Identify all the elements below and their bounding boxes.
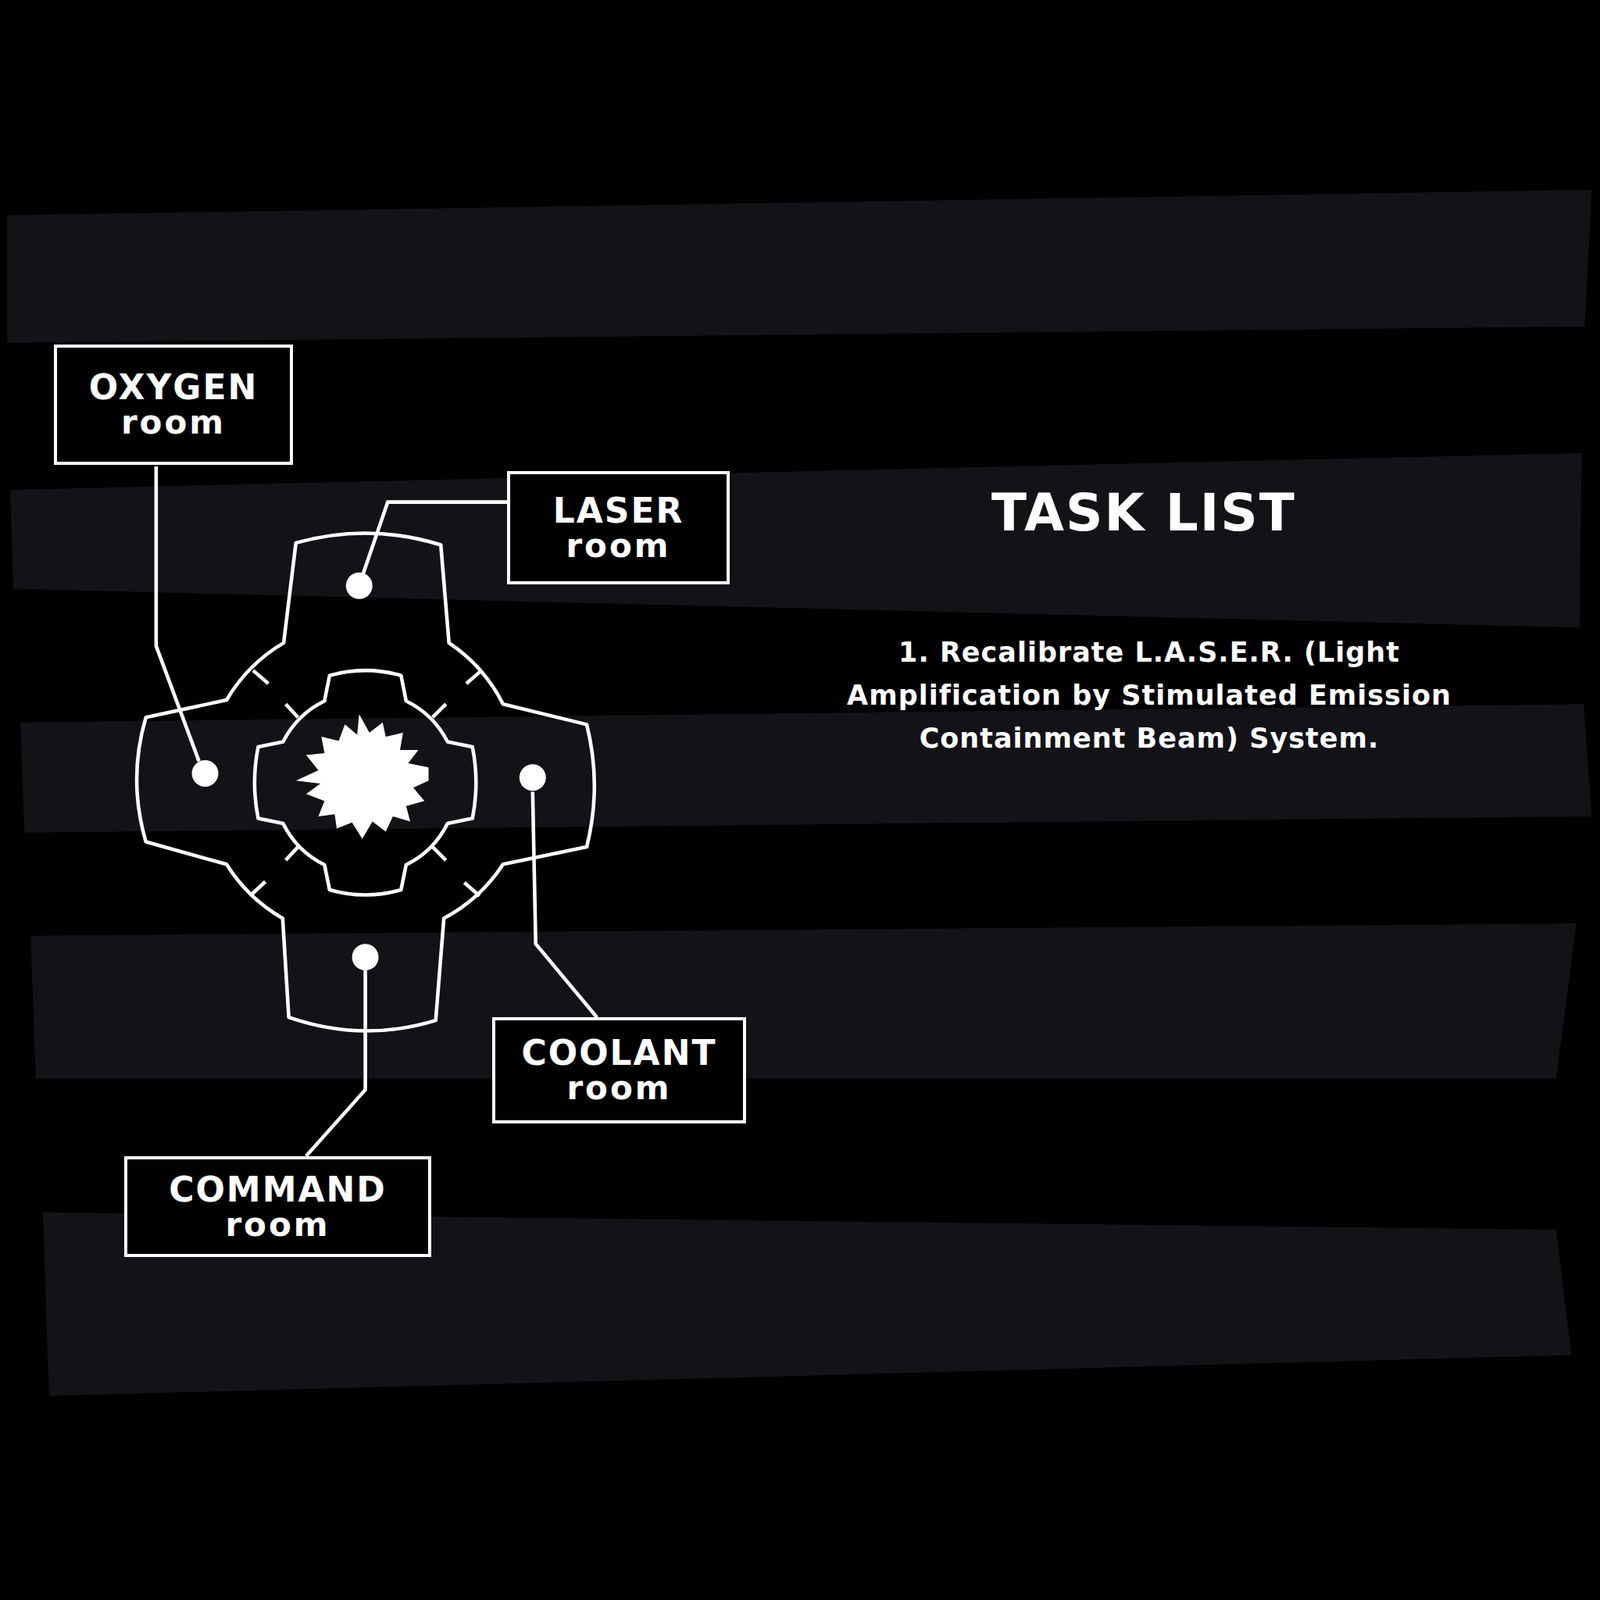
core-tick [432, 846, 447, 861]
room-marker [352, 943, 379, 971]
room-label-box: OXYGENroom [53, 344, 293, 465]
background-band [7, 189, 1592, 343]
hull-tick [253, 670, 269, 684]
room-label-box: COMMANDroom [124, 1156, 432, 1258]
leader-line [156, 466, 200, 761]
room-subtitle: room [565, 529, 671, 563]
task-list-title: TASK LIST [991, 482, 1297, 543]
room-label-box: LASERroom [507, 471, 730, 585]
room-name: COOLANT [521, 1035, 717, 1071]
station-outer-hull [136, 532, 595, 1031]
task-item: 1. Recalibrate L.A.S.E.R. (Light Amplifi… [836, 631, 1462, 761]
room-name: OXYGEN [89, 370, 259, 405]
leader-line [532, 792, 597, 1018]
core-tick [285, 846, 299, 861]
room-marker [346, 572, 373, 600]
core-tick [285, 703, 299, 718]
core-tick [432, 703, 447, 718]
background-band [10, 453, 1582, 628]
room-marker [519, 764, 547, 791]
room-label-box: COOLANTroom [492, 1017, 747, 1124]
room-name: LASER [553, 493, 685, 529]
hull-tick [466, 670, 483, 684]
room-subtitle: room [225, 1208, 330, 1242]
room-name: COMMAND [168, 1172, 387, 1208]
core-splat [296, 714, 429, 839]
leader-line [306, 970, 366, 1157]
room-subtitle: room [566, 1071, 672, 1105]
hull-tick [250, 881, 266, 896]
room-subtitle: room [121, 406, 226, 440]
station-core [254, 670, 476, 895]
leader-line [363, 502, 508, 574]
hull-tick [464, 882, 480, 897]
background-band [30, 923, 1577, 1079]
room-marker [192, 760, 219, 787]
